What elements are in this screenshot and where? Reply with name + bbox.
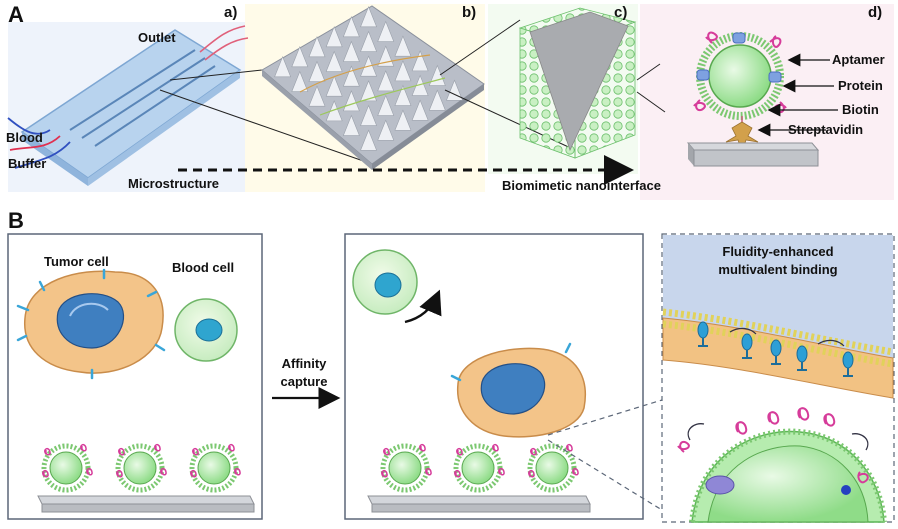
blood-cell-large [174,298,238,362]
pillar [428,89,446,111]
nanointerface-block [518,7,637,159]
panel-a-label: a) [224,4,238,21]
pillar [325,50,343,72]
section-a-letter: A [8,2,24,27]
biotin-label: Biotin [842,102,879,117]
zoom-title-line1: Fluidity-enhanced [722,244,834,259]
blood-cell-released [352,249,442,324]
vesicle-detail [686,31,820,167]
pillar [308,85,326,107]
tumor-cell-captured [456,347,586,438]
pillar [394,84,412,106]
protein-label: Protein [838,78,883,93]
blood-label: Blood [6,130,43,145]
pillar [394,60,412,82]
pillar [377,20,395,42]
pillar [411,50,429,72]
outlet-label: Outlet [138,30,176,45]
panel-b-label: b) [462,4,477,21]
panel-c-label: c) [614,4,628,21]
zoom-vesicle [677,407,887,523]
pillar [325,75,343,97]
pillar [308,36,326,58]
tumor-cell-label: Tumor cell [44,254,109,269]
buffer-label: Buffer [8,156,47,171]
pillar [394,109,412,131]
pillar [274,56,292,78]
zoom-membrane [662,235,894,399]
vesicle-bead [115,443,167,493]
vesicle-bead [453,443,505,493]
panel-d-background [640,4,894,200]
pillar [308,60,326,82]
bead-row-left [41,443,241,493]
pillar [360,30,378,52]
vesicle-bead [41,443,93,493]
pillar [360,6,378,28]
pillar-array [261,5,485,170]
pillar [342,16,360,38]
pillar [377,70,395,92]
blood-cell-label: Blood cell [172,260,235,275]
panel-d-label: d) [868,4,883,21]
pillar [325,26,343,48]
vesicle-bead [380,443,432,493]
pillar [291,46,309,68]
tumor-cell-large [24,270,164,374]
zoom-title-line2: multivalent binding [718,262,838,277]
pillar [360,104,378,126]
pillar [360,80,378,102]
vesicle-bead [189,443,241,493]
pillar [446,79,463,101]
pillar [342,40,360,62]
pillar [377,94,395,116]
vesicle-bead [527,443,579,493]
pillar [411,99,429,121]
pillar [342,65,360,87]
aptamer-label: Aptamer [832,52,885,67]
microfluidic-chip [7,25,249,186]
nanointerface-label: Biomimetic nanointerface [502,178,661,193]
affinity-label-line1: Affinity [281,356,327,371]
pillar [377,119,395,141]
pillar [394,35,412,57]
pillar [342,114,360,136]
affinity-label-line2: capture [280,374,328,389]
section-b-letter: B [8,208,24,233]
streptavidin-label: Streptavidin [788,122,864,137]
bead-row-middle [380,443,579,493]
pillar [360,129,378,151]
microstructure-label: Microstructure [128,176,220,191]
